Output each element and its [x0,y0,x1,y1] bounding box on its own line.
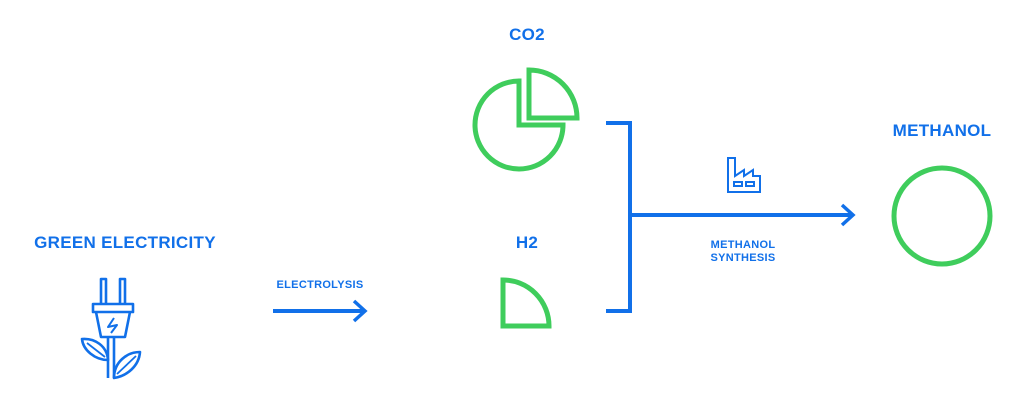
synthesis-line2: SYNTHESIS [710,252,776,264]
electrolysis-arrow-icon [273,299,368,323]
green-electricity-label: GREEN ELECTRICITY [34,233,216,252]
synthesis-line1: METHANOL [710,239,776,251]
h2-label: H2 [515,233,539,252]
co2-pie-icon [472,67,580,172]
methanol-label: METHANOL [892,121,992,140]
plug-leaf-icon [80,277,142,380]
h2-quarter-icon [500,277,552,329]
factory-icon [727,157,761,193]
methanol-synthesis-label: METHANOL SYNTHESIS [710,239,775,265]
co2-label: CO2 [509,25,545,44]
electrolysis-label: ELECTROLYSIS [276,279,364,291]
methanol-circle-icon [891,165,993,267]
merge-bracket-arrow [606,121,856,313]
